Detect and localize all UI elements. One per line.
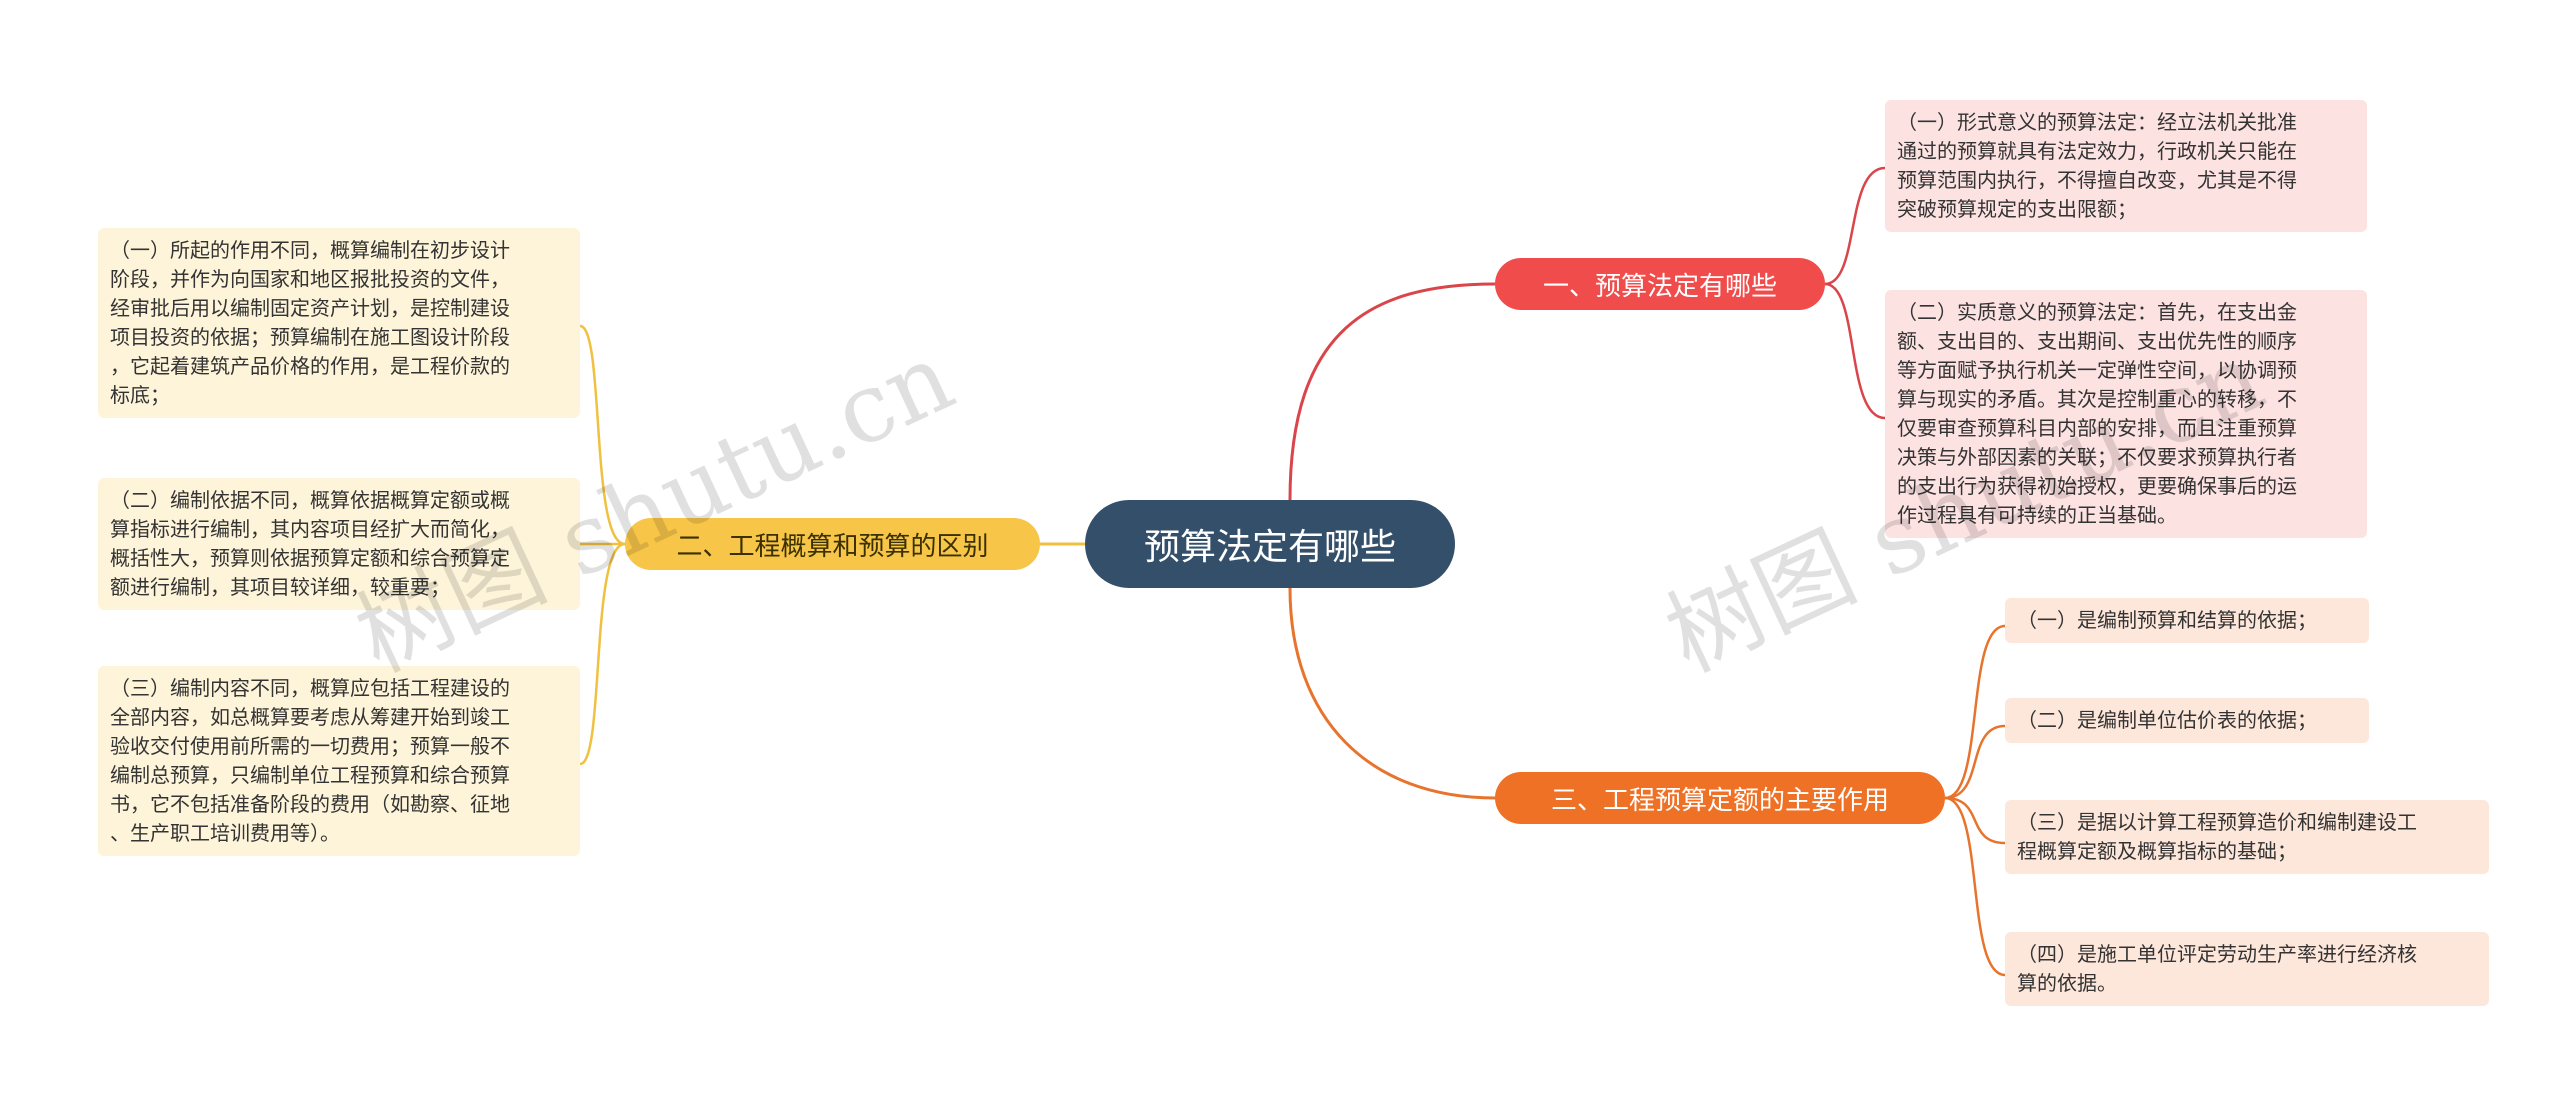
leaf-3-1[interactable]: （一）是编制预算和结算的依据； (2005, 598, 2369, 643)
leaf-2-2[interactable]: （二）编制依据不同，概算依据概算定额或概 算指标进行编制，其内容项目经扩大而简化… (98, 478, 580, 610)
connector-root-b1 (1288, 282, 1496, 501)
leaf-3-4[interactable]: （四）是施工单位评定劳动生产率进行经济核 算的依据。 (2005, 932, 2489, 1006)
connector-b3-l2 (1944, 724, 2006, 800)
leaf-3-2[interactable]: （二）是编制单位估价表的依据； (2005, 698, 2369, 743)
connector-b3-l4 (1944, 796, 2006, 977)
leaf-3-3[interactable]: （三）是据以计算工程预算造价和编制建设工 程概算定额及概算指标的基础； (2005, 800, 2489, 874)
connector-b2-l1 (579, 324, 626, 546)
connector-b3-l1 (1944, 624, 2006, 800)
leaf-2-3[interactable]: （三）编制内容不同，概算应包括工程建设的 全部内容，如总概算要考虑从筹建开始到竣… (98, 666, 580, 856)
connector-b3-l3 (1944, 796, 2006, 845)
connector-b2-l3 (579, 542, 626, 766)
branch-node-1[interactable]: 一、预算法定有哪些 (1495, 258, 1825, 310)
leaf-2-1[interactable]: （一）所起的作用不同，概算编制在初步设计 阶段，并作为向国家和地区报批投资的文件… (98, 228, 580, 418)
branch-node-2[interactable]: 二、工程概算和预算的区别 (625, 518, 1040, 570)
leaf-1-2[interactable]: （二）实质意义的预算法定：首先，在支出金 额、支出目的、支出期间、支出优先性的顺… (1885, 290, 2367, 538)
connector-root-b3 (1288, 587, 1496, 800)
root-node[interactable]: 预算法定有哪些 (1085, 500, 1455, 588)
connector-b1-l2 (1824, 282, 1886, 420)
branch-node-3[interactable]: 三、工程预算定额的主要作用 (1495, 772, 1945, 824)
connector-b1-l1 (1824, 166, 1886, 286)
leaf-1-1[interactable]: （一）形式意义的预算法定：经立法机关批准 通过的预算就具有法定效力，行政机关只能… (1885, 100, 2367, 232)
